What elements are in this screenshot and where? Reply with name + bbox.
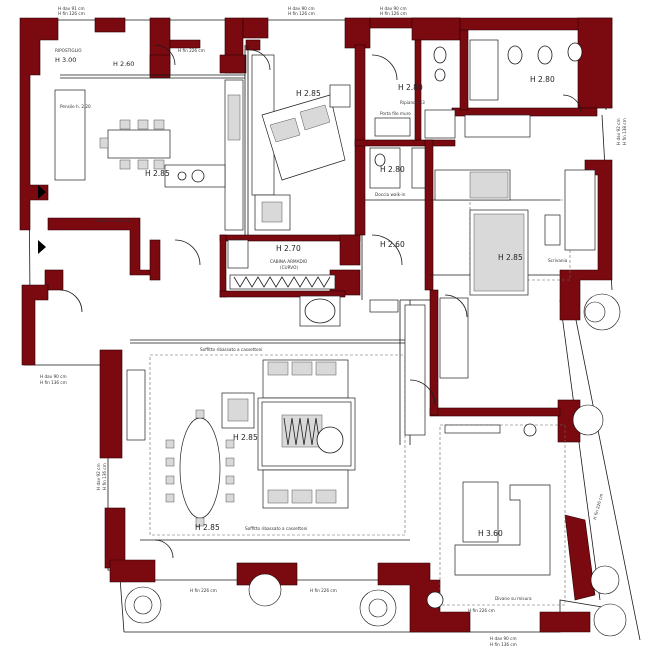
master-height: H 2.85 — [296, 89, 321, 98]
structural-walls — [19, 17, 613, 633]
window-1-dav: H dav 91 cm — [58, 6, 85, 11]
window-3-fin: H fin 126 cm — [380, 11, 407, 16]
living-room — [126, 304, 426, 527]
window-3-dav: H dav 90 cm — [380, 6, 407, 11]
bath-note-2: Doccia walk-in — [375, 192, 406, 197]
ripostiglio-height: H 3.00 — [55, 56, 76, 64]
notes: Pensile h. 2,20 Mobili su misura Ripiano… — [60, 100, 568, 601]
window-2-fin: H fin 126 cm — [288, 11, 315, 16]
wardrobe-room — [227, 239, 336, 290]
hall-height: H 2.60 — [380, 240, 405, 249]
hall-note: Ripiano 2x3 — [400, 100, 425, 105]
bath2-height: H 2.80 — [530, 75, 555, 84]
study-note: Scrivania — [548, 258, 568, 263]
plants — [124, 293, 627, 637]
window-4-dav: H dav 90 cm — [40, 374, 67, 379]
kitchen-area — [54, 79, 244, 231]
living-height: H 2.85 — [233, 433, 258, 442]
shower-height: H 2.80 — [380, 165, 405, 174]
living2-height: H 2.85 — [195, 523, 220, 532]
kitchen-counter-note: Pensile h. 2,20 — [60, 104, 91, 109]
window-9-fin: H fin 226 cm — [190, 588, 217, 593]
window-11-fin: H fin 226 cm — [468, 608, 495, 613]
hall — [299, 234, 403, 327]
terrace-height: H 3.60 — [478, 529, 503, 538]
bath-note: Porta filo muro — [380, 111, 411, 116]
window-7-fin: H fin 136 cm — [490, 642, 517, 647]
window-7-dav: H dav 90 cm — [490, 636, 517, 641]
window-12-fin: H fin 226 cm — [592, 493, 604, 520]
window-4-fin: H fin 136 cm — [40, 380, 67, 385]
terrace-lounge — [426, 423, 551, 609]
living-beam-note: Soffitto ribassato a cassettoni — [200, 347, 262, 352]
window-2-dav: H dav 90 cm — [288, 6, 315, 11]
entry-height: H 2.60 — [113, 60, 134, 68]
window-5-dav: H dav 92 cm — [96, 463, 101, 490]
bath1-height: H 2.80 — [398, 83, 423, 92]
master-bedroom — [251, 54, 351, 231]
doors — [59, 44, 582, 559]
window-6-fin: H fin 138 cm — [622, 118, 627, 145]
ripostiglio-label: RIPOSTIGLIO — [55, 48, 82, 53]
window-1-fin: H fin 126 cm — [58, 11, 85, 16]
living-beam-note-2: Soffitto ribassato a cassettoni — [245, 526, 307, 531]
wardrobe-height: H 2.70 — [276, 244, 301, 253]
room-labels: RIPOSTIGLIO H 3.00 H 2.60 H 2.85 H 2.85 … — [55, 48, 555, 538]
kitchen-height: H 2.85 — [145, 169, 170, 178]
bathrooms — [369, 39, 583, 189]
study-height: H 2.85 — [498, 253, 523, 262]
bedroom-2 — [434, 169, 596, 379]
window-6-dav: H dav 92 cm — [616, 118, 621, 145]
kitchen-note: Mobili su misura — [95, 218, 130, 223]
wardrobe-label: CABINA ARMADIO — [270, 259, 308, 264]
entry-arrows — [38, 185, 46, 254]
terrace-note: Divano su misura — [495, 596, 532, 601]
window-5-fin: H fin 136 cm — [102, 463, 107, 490]
interior-partitions — [60, 45, 560, 541]
wardrobe-sub: (CURVO) — [280, 265, 298, 270]
window-10-fin: H fin 226 cm — [310, 588, 337, 593]
window-labels: H dav 91 cm H fin 126 cm H dav 90 cm H f… — [40, 6, 627, 647]
window-8-fin: H fin 226 cm — [178, 48, 205, 53]
